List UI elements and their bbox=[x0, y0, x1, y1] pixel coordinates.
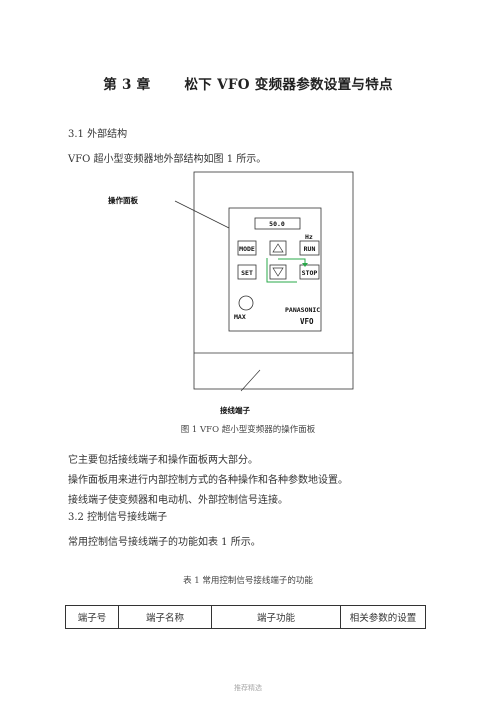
table-intro-paragraph: 常用控制信号接线端子的功能如表 1 所示。 bbox=[68, 537, 261, 548]
col-terminal-function: 端子功能 bbox=[211, 605, 341, 629]
green-path-left bbox=[266, 258, 297, 283]
set-key-label: SET bbox=[241, 269, 253, 277]
set-key bbox=[237, 264, 257, 280]
col-related-params: 相关参数的设置 bbox=[340, 605, 426, 629]
page-footer: 推荐精选 bbox=[234, 684, 262, 692]
label-wiring-terminal: 接线端子 bbox=[220, 405, 250, 415]
brand-model: VFO bbox=[300, 317, 314, 326]
display-window bbox=[254, 217, 301, 230]
section-3-1-heading: 3.1 外部结构 bbox=[68, 129, 128, 140]
green-arrowhead-icon bbox=[302, 263, 308, 267]
figure-1-caption: 图 1 VFO 超小型变频器的操作面板 bbox=[180, 425, 316, 435]
stop-key bbox=[299, 264, 320, 280]
down-key bbox=[269, 264, 287, 280]
knob-label: MAX bbox=[234, 313, 246, 321]
table-1-caption: 表 1 常用控制信号接线端子的功能 bbox=[183, 576, 313, 586]
body-line-3: 接线端子使变频器和电动机、外部控制信号连接。 bbox=[68, 495, 288, 506]
col-terminal-name: 端子名称 bbox=[118, 605, 212, 629]
terminal-function-table: 端子号 端子名称 端子功能 相关参数的设置 bbox=[65, 605, 426, 629]
run-key-label: RUN bbox=[304, 245, 316, 253]
vfo-panel-figure: 50.0 Hz MODE RUN SET STOP MAX PANASONIC … bbox=[108, 171, 354, 415]
brand-small: PANASONIC bbox=[285, 306, 320, 314]
section-3-2-heading: 3.2 控制信号接线端子 bbox=[68, 512, 168, 523]
run-key bbox=[299, 240, 320, 256]
title-chapter: 第 3 章 bbox=[103, 77, 151, 93]
frequency-knob bbox=[238, 295, 254, 311]
mode-key bbox=[237, 240, 257, 256]
body-line-1: 它主要包括接线端子和操作面板两大部分。 bbox=[68, 455, 258, 466]
down-arrow-icon bbox=[272, 267, 284, 277]
title-text: 松下 VFO 变频器参数设置与特点 bbox=[184, 77, 393, 93]
up-key bbox=[269, 240, 287, 256]
stop-key-label: STOP bbox=[302, 269, 318, 277]
table-header-row: 端子号 端子名称 端子功能 相关参数的设置 bbox=[65, 605, 426, 629]
green-path-top bbox=[278, 258, 306, 263]
label-operation-panel: 操作面板 bbox=[108, 195, 138, 205]
hz-unit-label: Hz bbox=[305, 233, 313, 241]
page-title: 第 3 章 松下 VFO 变频器参数设置与特点 bbox=[0, 73, 496, 93]
intro-paragraph: VFO 超小型变频器地外部结构如图 1 所示。 bbox=[68, 154, 267, 165]
display-value: 50.0 bbox=[269, 220, 285, 228]
mode-key-label: MODE bbox=[239, 245, 255, 253]
body-line-2: 操作面板用来进行内部控制方式的各种操作和各种参数地设置。 bbox=[68, 475, 348, 486]
up-arrow-icon bbox=[272, 243, 284, 253]
col-terminal-no: 端子号 bbox=[65, 605, 119, 629]
